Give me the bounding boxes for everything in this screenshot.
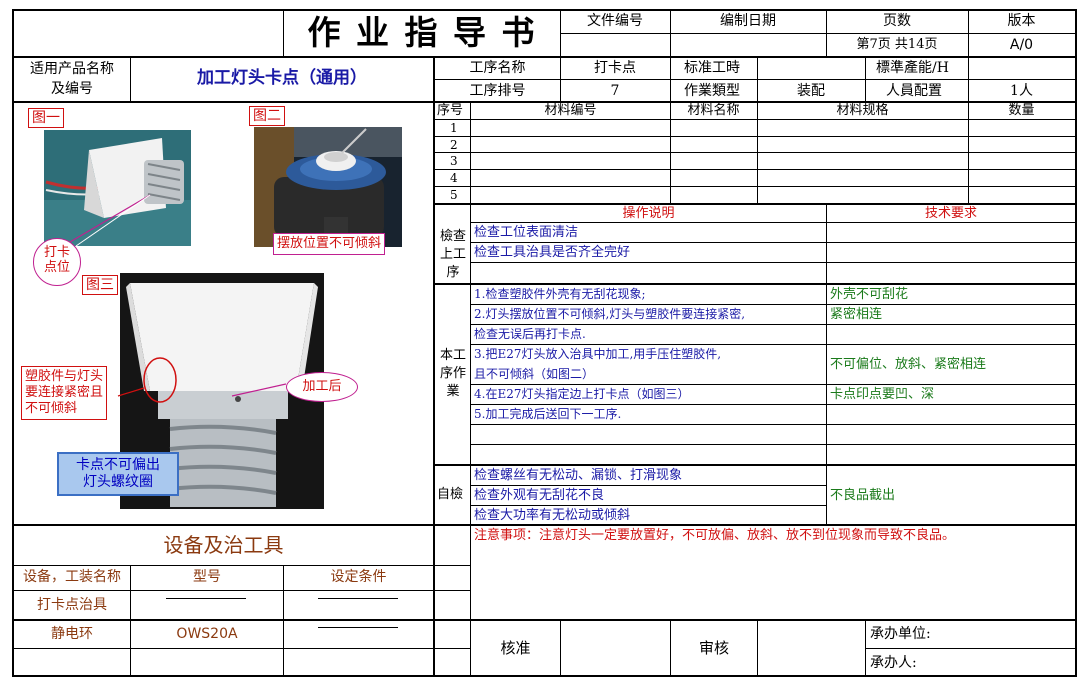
person-label: 承办人:	[870, 655, 917, 671]
materials-row-5: 5	[450, 188, 458, 202]
self-check-label: 自檢	[437, 487, 464, 502]
version-label: 版本	[1007, 13, 1036, 29]
main-item-7: 5.加工完成后送回下一工序.	[474, 407, 622, 421]
pages-value: 第7页 共14页	[856, 37, 938, 52]
self-item-2: 检查外观有无刮花不良	[474, 488, 605, 503]
main-item-6: 4.在E27灯头指定边上打卡点（如图三）	[474, 387, 690, 401]
check-item-1: 检查工位表面清洁	[474, 225, 579, 240]
work-type-label: 作業類型	[684, 83, 740, 99]
figure-2-label: 图二	[249, 106, 285, 126]
materials-row-2: 2	[450, 138, 458, 152]
main-tech-2: 紧密相连	[830, 307, 883, 322]
figure-3-callout-right: 加工后	[286, 372, 358, 402]
figure-1-label: 图一	[28, 108, 64, 128]
equipment-row-2-name: 静电环	[51, 626, 93, 642]
compile-date-label: 编制日期	[720, 13, 776, 29]
materials-row-3: 3	[450, 154, 458, 168]
equipment-title: 设备及治工具	[163, 533, 284, 557]
std-capacity-label: 標準產能/H	[876, 60, 949, 76]
product-label-line2: 及编号	[51, 81, 93, 97]
equipment-row-2-model: OWS20A	[176, 626, 238, 642]
figure-1-callout: 打卡 点位	[33, 238, 81, 286]
main-item-3: 检查无误后再打卡点.	[474, 327, 586, 341]
equipment-header-model: 型号	[193, 569, 221, 585]
check-section-label: 檢查上工序	[439, 229, 466, 280]
self-item-3: 检查大功率有无松动或倾斜	[474, 508, 631, 523]
figure-3-markers	[117, 357, 286, 403]
staffing-label: 人員配置	[886, 83, 942, 99]
std-time-label: 标准工時	[684, 60, 740, 76]
figure-3-label: 图三	[82, 275, 118, 295]
unit-label: 承办单位:	[870, 626, 931, 642]
main-item-4: 3.把E27灯头放入治具中加工,用手压住塑胶件,	[474, 347, 722, 361]
figure-3-callout-left: 塑胶件与灯头 要连接紧密且 不可倾斜	[21, 366, 108, 420]
notes-text: 注意事项：注意灯头一定要放置好，不可放偏、放斜、放不到位现象而导致不良品。	[474, 528, 956, 543]
materials-header-qty: 数量	[1008, 103, 1035, 118]
document-title: 作 业 指 导 书	[307, 13, 537, 52]
figure-3-callout-bottom: 卡点不可偏出 灯头螺纹圈	[57, 452, 179, 496]
approve-label: 核准	[500, 639, 531, 657]
main-tech-1: 外壳不可刮花	[830, 287, 909, 302]
doc-number-label: 文件编号	[587, 13, 643, 29]
materials-header-spec: 材料规格	[836, 103, 889, 118]
materials-row-4: 4	[450, 171, 458, 185]
version-value: A/0	[1009, 37, 1034, 53]
operations-header: 操作说明	[622, 206, 675, 221]
process-no-value: 7	[610, 83, 620, 99]
main-tech-3: 不可偏位、放斜、紧密相连	[830, 357, 987, 372]
work-type-value: 装配	[797, 83, 825, 99]
review-label: 审核	[698, 639, 729, 657]
check-item-2: 检查工具治具是否齐全完好	[474, 245, 631, 260]
equipment-row-1-name: 打卡点治具	[37, 597, 107, 613]
materials-header-seq: 序号	[437, 103, 464, 118]
product-name: 加工灯头卡点（通用）	[197, 68, 367, 88]
self-tech: 不良品截出	[830, 488, 896, 503]
main-tech-4: 卡点印点要凹、深	[830, 387, 935, 402]
self-item-1: 检查螺丝有无松动、漏锁、打滑现象	[474, 468, 683, 483]
figure-2-callout: 摆放位置不可倾斜	[273, 233, 386, 255]
equipment-header-condition: 设定条件	[330, 569, 387, 585]
materials-row-1: 1	[450, 121, 458, 135]
figure-2-photo	[254, 127, 402, 247]
equipment-header-name: 设备，工装名称	[23, 569, 121, 585]
figure-1-photo	[44, 130, 191, 246]
main-item-5: 且不可倾斜（如图二）	[474, 367, 595, 381]
product-label-line1: 适用产品名称	[30, 61, 114, 77]
process-name-value: 打卡点	[594, 60, 636, 76]
figure-1-arrow	[69, 194, 151, 247]
materials-header-code: 材料编号	[544, 103, 597, 118]
tech-requirements-header: 技术要求	[924, 206, 977, 221]
main-item-2: 2.灯头摆放位置不可倾斜,灯头与塑胶件要连接紧密,	[474, 307, 746, 321]
main-item-1: 1.检查塑胶件外壳有无刮花现象;	[474, 287, 646, 301]
staffing-value: 1人	[1010, 83, 1033, 99]
process-name-label: 工序名称	[469, 60, 526, 76]
process-no-label: 工序排号	[469, 83, 526, 99]
pages-label: 页数	[883, 13, 911, 29]
main-section-label: 本工序作業	[439, 348, 466, 399]
materials-header-name: 材料名称	[687, 103, 740, 118]
